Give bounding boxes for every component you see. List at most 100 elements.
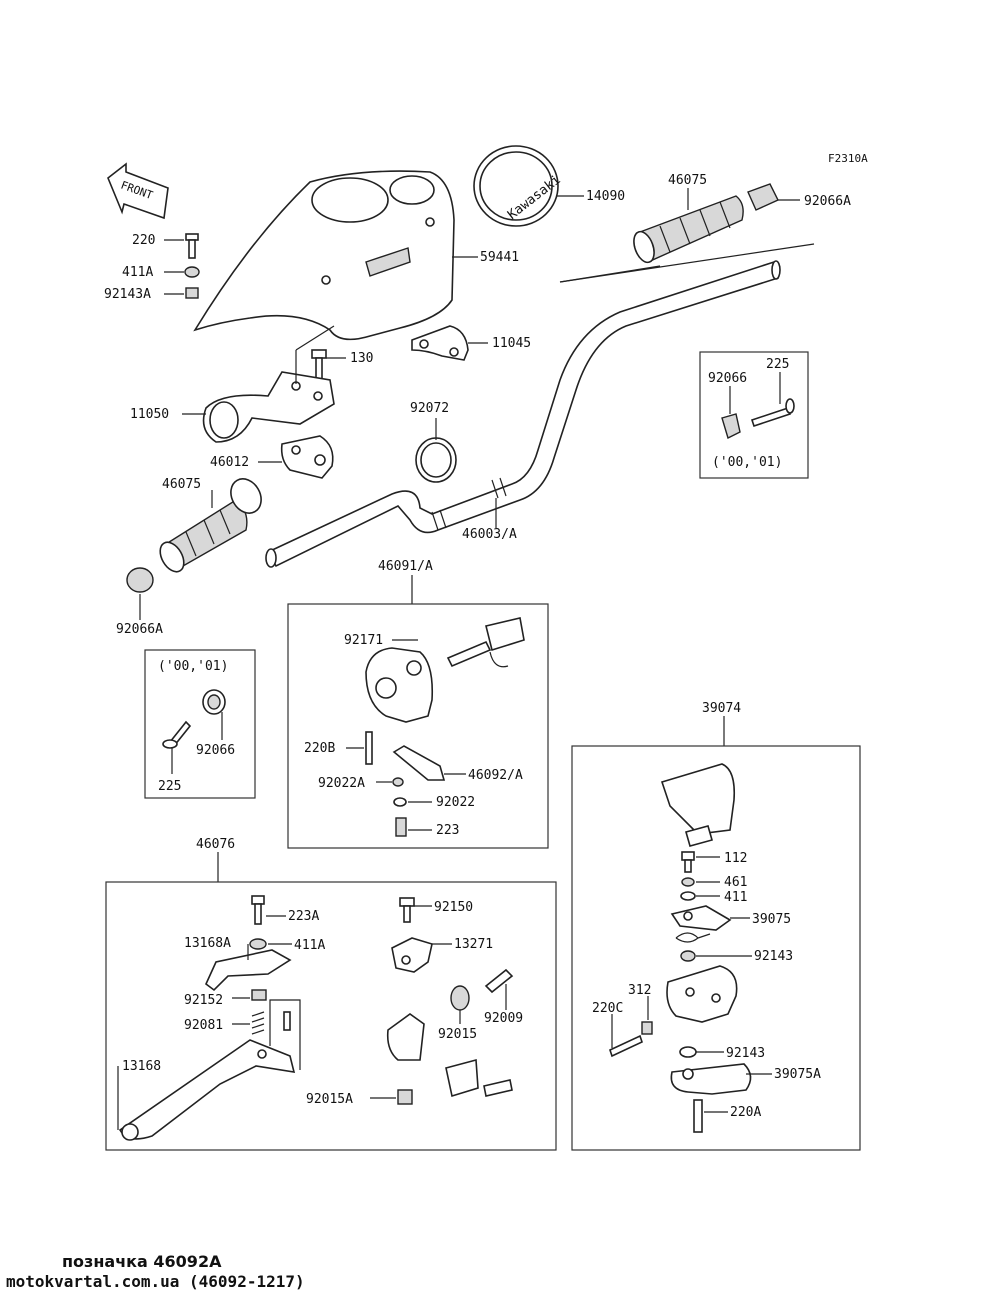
label-461: 461 [724, 875, 747, 890]
lower-case-39075A [670, 1063, 752, 1095]
throttle-box [571, 745, 861, 1151]
front-arrow-icon: FRONT [107, 162, 169, 220]
label-130: 130 [350, 351, 373, 366]
washer-411A [184, 266, 200, 278]
label-220C: 220C [592, 1001, 623, 1016]
label-14090: 14090 [586, 189, 625, 204]
label-92066-box-right: 92066 [708, 371, 747, 386]
label-112: 112 [724, 851, 747, 866]
adjuster-92009 [484, 968, 514, 994]
collar-92143A [185, 287, 199, 299]
label-92022: 92022 [436, 795, 475, 810]
label-220A: 220A [730, 1105, 761, 1120]
washer-92022 [393, 797, 407, 807]
label-11045: 11045 [492, 336, 531, 351]
label-220B: 220B [304, 741, 335, 756]
bolt-92152 [251, 989, 267, 1001]
label-92143A: 92143A [104, 287, 151, 302]
screw-220B [365, 731, 373, 765]
variant-box-left [144, 649, 256, 799]
label-411A-lever: 411A [294, 938, 325, 953]
label-39075A: 39075A [774, 1067, 821, 1082]
footer-note: позначка 46092A [62, 1252, 222, 1271]
label-11050: 11050 [130, 407, 169, 422]
right-grip [633, 195, 744, 264]
label-92171: 92171 [344, 633, 383, 648]
throttle-cover [660, 763, 736, 835]
label-92066A-left: 92066A [116, 622, 163, 637]
bolt-112 [681, 851, 695, 873]
label-46075-left: 46075 [162, 477, 201, 492]
right-grip-end-cap [747, 183, 779, 211]
spring [675, 932, 711, 943]
label-92015: 92015 [438, 1027, 477, 1042]
switch-box [287, 603, 549, 849]
washer-411 [680, 891, 696, 901]
label-223: 223 [436, 823, 459, 838]
weight-92066-left [202, 689, 226, 715]
holder-11050 [202, 371, 335, 443]
label-92015A: 92015A [306, 1092, 353, 1107]
label-46076: 46076 [196, 837, 235, 852]
label-220: 220 [132, 233, 155, 248]
label-39075: 39075 [752, 912, 791, 927]
spring-92081 [251, 1011, 291, 1035]
label-46003: 46003/A [462, 527, 517, 542]
label-59441: 59441 [480, 250, 519, 265]
throttle-spring-clip [685, 825, 713, 847]
variant-note-right: ('00,'01) [712, 455, 782, 470]
throttle-housing [666, 965, 738, 1023]
figure-code: F2310A [828, 152, 868, 165]
label-223A: 223A [288, 909, 319, 924]
label-92143: 92143 [754, 949, 793, 964]
label-92081: 92081 [184, 1018, 223, 1033]
handlebar [265, 260, 781, 568]
label-92072: 92072 [410, 401, 449, 416]
left-grip [159, 478, 262, 573]
clamp-body [386, 1013, 513, 1098]
nut-92015A [397, 1089, 413, 1105]
gear-92015 [450, 985, 470, 1011]
kawasaki-emblem: Kawasaki [473, 145, 564, 227]
lever-box [105, 881, 557, 1151]
lever-13168 [118, 999, 301, 1141]
variant-note-left: ('00,'01) [158, 659, 228, 674]
label-92022A: 92022A [318, 776, 365, 791]
switch-13271 [391, 937, 433, 973]
label-312: 312 [628, 983, 651, 998]
pin-225-left [162, 720, 192, 749]
screw-220 [185, 233, 199, 259]
label-411A: 411A [122, 265, 153, 280]
label-46012: 46012 [210, 455, 249, 470]
label-225-box-right: 225 [766, 357, 789, 372]
label-92066-box-left: 92066 [196, 743, 235, 758]
footer-url: motokvartal.com.ua (46092-1217) [6, 1272, 305, 1291]
label-92066A-right: 92066A [804, 194, 851, 209]
variant-box-right [699, 351, 809, 479]
label-92009: 92009 [484, 1011, 523, 1026]
label-411: 411 [724, 890, 747, 905]
screw-223 [395, 817, 407, 837]
washer-92022A [392, 777, 404, 787]
handlebar-switch [365, 617, 525, 723]
left-grip-end-cap [126, 567, 154, 593]
pin-225 [750, 398, 795, 428]
label-13271: 13271 [454, 937, 493, 952]
washer-92143 [680, 950, 696, 962]
weight-92066 [721, 413, 741, 439]
washer-461 [681, 877, 695, 887]
label-92152: 92152 [184, 993, 223, 1008]
lever-46092 [392, 745, 446, 781]
screw-92150 [399, 897, 415, 923]
meter-cover [193, 170, 455, 341]
clamp-92072 [415, 437, 457, 483]
label-13168A: 13168A [184, 936, 231, 951]
screw-220C [609, 1034, 643, 1058]
bracket-11045 [411, 325, 469, 361]
plate-39075 [670, 905, 732, 931]
holder-46012 [280, 435, 334, 479]
label-13168: 13168 [122, 1059, 161, 1074]
screw-220A [693, 1099, 703, 1133]
nut-312 [641, 1021, 653, 1035]
washer-411A-lever [249, 938, 267, 950]
